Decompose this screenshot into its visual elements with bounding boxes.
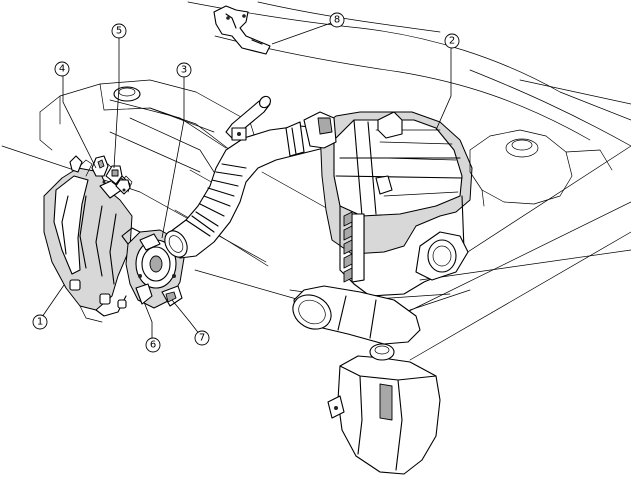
resonator-duct: [292, 285, 421, 345]
callout-7-label: 7: [199, 333, 205, 344]
mounting-bracket: [213, 5, 271, 55]
engine-head: [39, 79, 263, 189]
callout-4: 4: [54, 61, 70, 77]
intake-manifold: [43, 155, 133, 323]
vehicle-body-outline: [1, 1, 631, 361]
callout-3-label: 3: [181, 65, 187, 76]
callout-1-label: 1: [37, 317, 43, 328]
air-cleaner-housing: [303, 111, 473, 297]
coolant-reservoir: [469, 129, 613, 207]
leader-lines: [41, 22, 452, 339]
callout-5: 5: [111, 23, 127, 39]
callout-2-label: 2: [449, 36, 455, 47]
callout-6: 6: [145, 337, 161, 353]
air-intake-hose: [164, 95, 325, 259]
callout-8-label: 8: [334, 15, 340, 26]
callout-5-label: 5: [116, 26, 122, 37]
callout-3: 3: [176, 62, 192, 78]
callout-6-label: 6: [150, 340, 156, 351]
fuel-injector-group: [91, 155, 131, 195]
callout-2: 2: [444, 33, 460, 49]
callout-8: 8: [329, 12, 345, 28]
callout-1: 1: [32, 314, 48, 330]
resonator-chamber: [327, 343, 441, 475]
callout-7: 7: [194, 330, 210, 346]
callout-4-label: 4: [59, 64, 65, 75]
